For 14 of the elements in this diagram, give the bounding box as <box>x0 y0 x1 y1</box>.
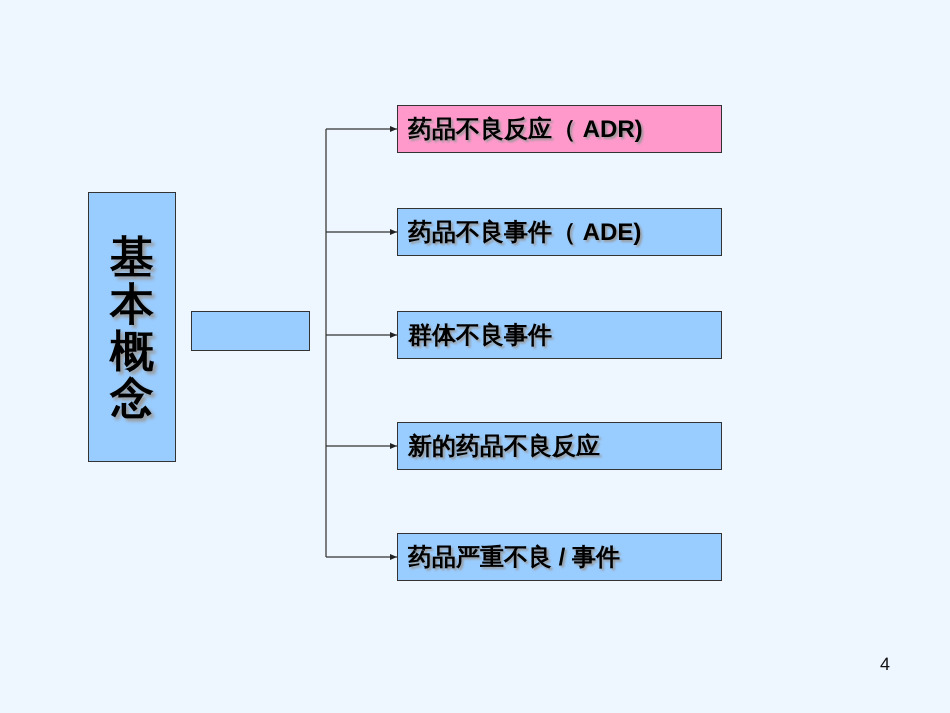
term-box: 群体不良事件 <box>397 311 722 359</box>
term-box: 药品严重不良 / 事件 <box>397 533 722 581</box>
arrow <box>326 229 397 235</box>
arrow <box>326 443 397 449</box>
term-box: 药品不良事件（ ADE) <box>397 208 722 256</box>
arrow <box>326 126 397 132</box>
term-box: 新的药品不良反应 <box>397 422 722 470</box>
empty-box <box>191 311 310 351</box>
connector-line <box>325 129 327 557</box>
term-box: 药品不良反应（ ADR) <box>397 105 722 153</box>
arrow <box>326 332 397 338</box>
page-number: 4 <box>880 654 890 675</box>
arrow <box>326 554 397 560</box>
concept-box: 基本概念 <box>88 192 176 462</box>
